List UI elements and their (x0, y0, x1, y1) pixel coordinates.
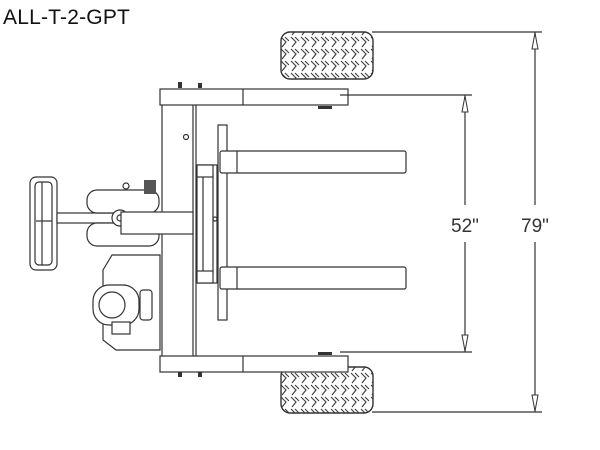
dimension-overall-width (372, 31, 542, 413)
top-tire (280, 31, 374, 80)
steering-assembly (29, 176, 194, 271)
lower-fork (219, 266, 407, 290)
upper-fork (219, 150, 407, 174)
fork-carriage (196, 124, 228, 321)
inner-width-label: 52" (451, 216, 479, 237)
dimension-inner-width (340, 94, 472, 353)
engine (92, 254, 161, 351)
model-title: ALL-T-2-GPT (3, 6, 131, 29)
bottom-tire (280, 366, 374, 414)
overall-width-label: 79" (521, 216, 549, 237)
